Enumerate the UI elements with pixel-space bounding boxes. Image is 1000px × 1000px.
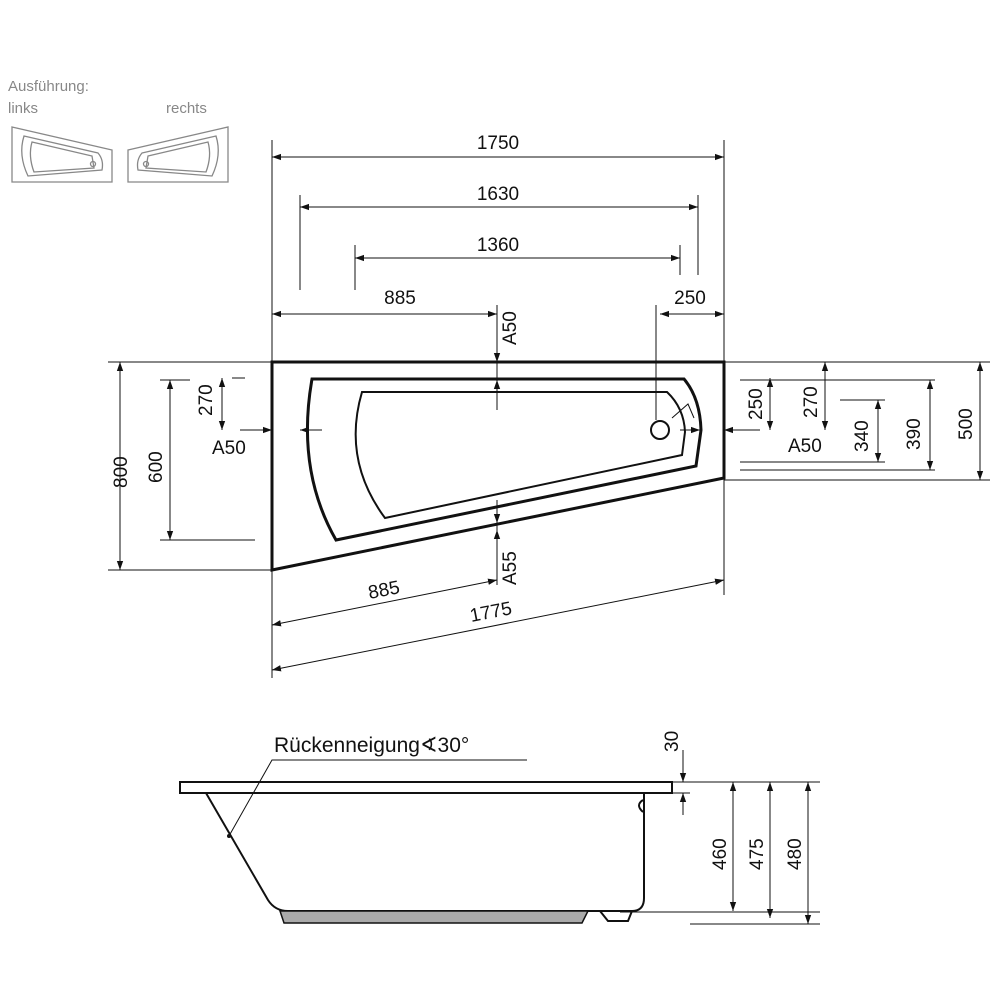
dim-30: 30	[662, 731, 683, 752]
side-view: Rückenneigung∢30° 30 460 475 480	[179, 731, 820, 925]
variant-left-thumbnail	[11, 126, 113, 183]
dim-460: 460	[710, 838, 731, 870]
dim-1360: 1360	[477, 235, 519, 256]
variant-left-label: links	[8, 100, 38, 117]
back-slope-annotation: Rückenneigung∢30°	[274, 734, 469, 757]
drain-icon	[650, 420, 670, 440]
dim-600: 600	[146, 451, 167, 483]
dim-1750: 1750	[477, 133, 519, 154]
dim-a50-right: A50	[788, 436, 822, 457]
plan-view: 1750 1630 1360 885 250 A50 800 600 270 A…	[108, 133, 990, 678]
basin-outline	[354, 391, 687, 520]
foot	[599, 910, 633, 922]
dim-390: 390	[904, 418, 925, 450]
dim-340: 340	[852, 420, 873, 452]
tub-body-profile	[205, 792, 645, 912]
rim-profile	[179, 781, 673, 794]
dim-500: 500	[956, 408, 977, 440]
base-plate	[278, 910, 590, 924]
variant-legend: Ausführung: links rechts	[8, 78, 229, 183]
dim-1630: 1630	[477, 184, 519, 205]
dim-a50-top: A50	[500, 311, 521, 345]
dim-a50-left: A50	[212, 438, 246, 459]
dim-250-right: 250	[746, 388, 767, 420]
dim-1775: 1775	[468, 598, 514, 627]
dim-885-top: 885	[384, 288, 416, 309]
variant-title: Ausführung:	[8, 78, 89, 95]
dim-a55: A55	[500, 551, 521, 585]
variant-right-label: rechts	[166, 100, 207, 117]
dim-480: 480	[785, 838, 806, 870]
dim-475: 475	[747, 838, 768, 870]
rim-outline	[305, 377, 703, 542]
dim-250-top: 250	[674, 288, 706, 309]
variant-right-thumbnail	[127, 126, 229, 183]
dim-270-left: 270	[196, 384, 217, 416]
dim-270-right: 270	[801, 386, 822, 418]
dim-800: 800	[111, 456, 132, 488]
